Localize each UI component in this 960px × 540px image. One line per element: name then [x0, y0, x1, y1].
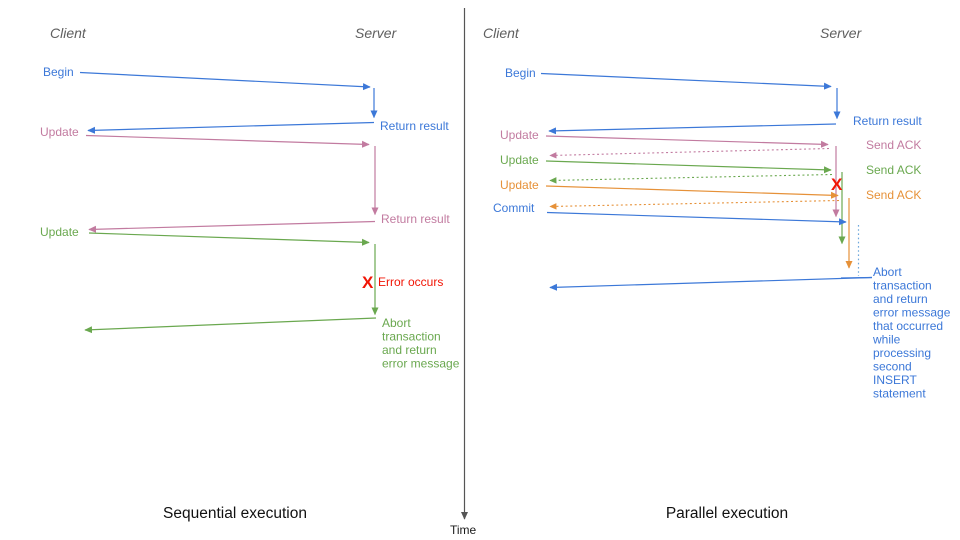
par-update-2-label: Update: [500, 153, 539, 167]
par-send-ack-2-arrow: [549, 173, 833, 184]
seq-return-result-2-arrow: [88, 220, 376, 233]
par-client-header: Client: [483, 25, 520, 41]
par-update-1-call-arrow: [545, 135, 829, 148]
par-abort-line-8: second: [873, 360, 912, 374]
par-send-ack-1-arrow: [549, 147, 830, 159]
seq-update-2-call-arrow: [88, 232, 370, 246]
seq-begin-label: Begin: [43, 65, 74, 79]
par-error-x-icon: X: [831, 175, 843, 194]
par-send-ack-3-arrow: [549, 199, 840, 210]
par-update-3-call-arrow: [545, 185, 839, 199]
seq-client-header: Client: [50, 25, 87, 41]
par-abort-line-10: statement: [873, 387, 926, 401]
seq-error-occurs-label: Error occurs: [378, 275, 443, 289]
seq-abort-line-3: and return: [382, 343, 437, 357]
seq-update-1-label: Update: [40, 125, 79, 139]
par-update-3-label: Update: [500, 178, 539, 192]
par-return-result-arrow: [548, 123, 837, 135]
seq-update-2-label: Update: [40, 225, 79, 239]
par-send-ack-1-label: Send ACK: [866, 138, 921, 152]
seq-caption: Sequential execution: [163, 505, 307, 522]
par-abort-line-6: while: [872, 333, 901, 347]
par-begin-label: Begin: [505, 66, 536, 80]
par-update-1-label: Update: [500, 128, 539, 142]
seq-abort-return-arrow: [84, 317, 377, 334]
par-abort-line-5: that occurred: [873, 319, 943, 333]
seq-update-1-call-arrow: [85, 134, 370, 148]
par-commit-label: Commit: [493, 201, 535, 215]
time-axis-label: Time: [450, 523, 477, 537]
par-abort-line-9: INSERT: [873, 373, 917, 387]
par-commit-call-arrow: [546, 211, 847, 226]
par-abort-line-4: error message: [873, 306, 951, 320]
seq-return-result-2-label: Return result: [381, 212, 450, 226]
seq-abort-line-4: error message: [382, 357, 460, 371]
par-caption: Parallel execution: [666, 505, 788, 522]
par-send-ack-3-label: Send ACK: [866, 188, 921, 202]
par-abort-line-7: processing: [873, 346, 931, 360]
seq-begin-call-arrow: [79, 71, 371, 91]
seq-return-result-1-arrow: [87, 121, 375, 134]
seq-abort-line-1: Abort: [382, 316, 411, 330]
seq-server-header: Server: [355, 25, 398, 41]
par-abort-return-arrow: [549, 276, 873, 291]
seq-return-result-1-label: Return result: [380, 119, 449, 133]
seq-error-x-icon: X: [362, 273, 374, 292]
par-send-ack-2-label: Send ACK: [866, 163, 921, 177]
par-return-result-label: Return result: [853, 114, 922, 128]
par-server-header: Server: [820, 25, 863, 41]
par-abort-line-1: Abort: [873, 265, 902, 279]
par-begin-call-arrow: [540, 72, 832, 90]
par-abort-line-3: and return: [873, 292, 928, 306]
par-update-2-call-arrow: [545, 160, 832, 174]
par-abort-line-2: transaction: [873, 279, 932, 293]
seq-abort-line-2: transaction: [382, 330, 441, 344]
